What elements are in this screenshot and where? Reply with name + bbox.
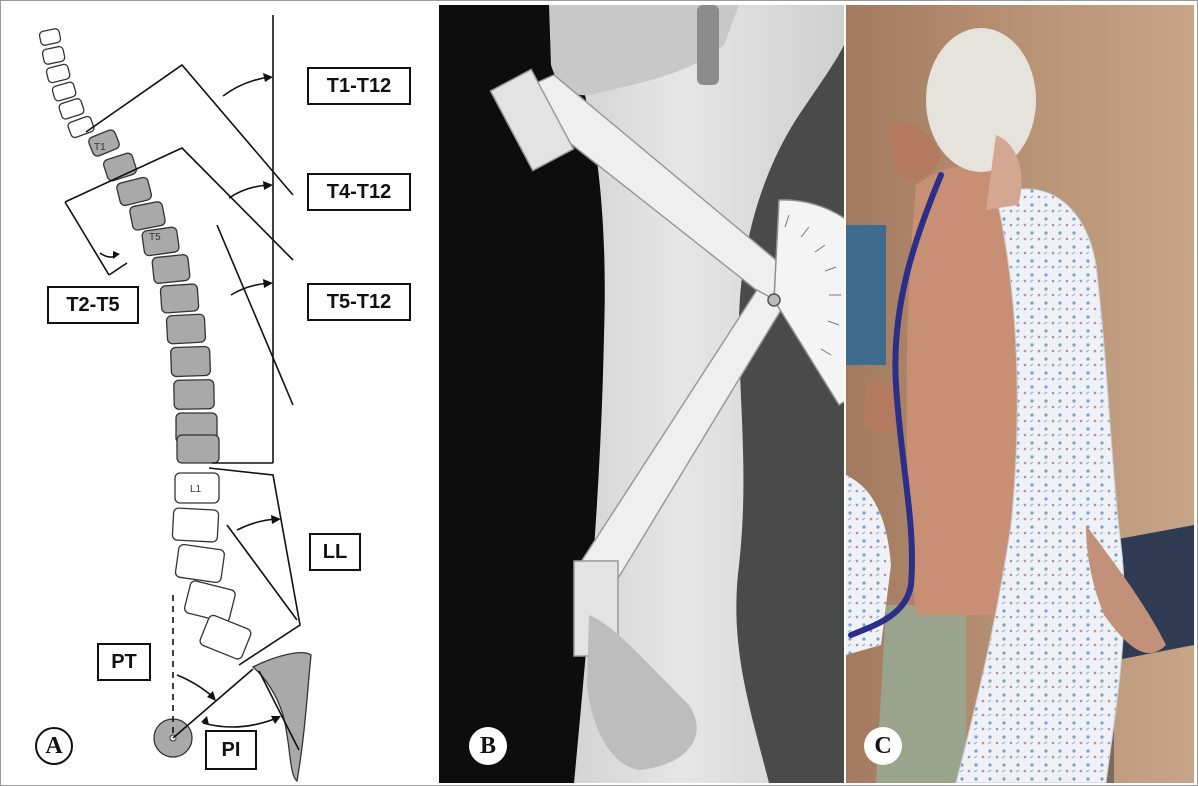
vertebra-label-t5: T5 — [149, 232, 161, 243]
spine-diagram-svg: T1 T5 L1 — [7, 5, 435, 783]
label-pt: PT — [97, 643, 151, 681]
label-t5-t12: T5-T12 — [307, 283, 411, 321]
panel-badge-b: B — [469, 727, 507, 765]
inclinometer-photo-svg — [439, 5, 844, 783]
panel-a-spine-diagram: T1 T5 L1 — [7, 5, 435, 783]
patient-head-hair — [926, 28, 1036, 172]
caliper-hinge — [768, 294, 780, 306]
wall-blue-panel — [846, 225, 886, 365]
wristwatch — [697, 5, 719, 85]
label-ll: LL — [309, 533, 361, 571]
panel-badge-c: C — [864, 727, 902, 765]
label-t1-t12: T1-T12 — [307, 67, 411, 105]
flexicurve-photo-svg — [846, 5, 1194, 783]
vertebra-label-l1: L1 — [190, 484, 202, 495]
cervical-vertebrae — [39, 28, 95, 139]
panel-badge-a: A — [35, 727, 73, 765]
panel-c-flexicurve-photo: C — [846, 5, 1194, 783]
label-t2-t5: T2-T5 — [47, 286, 139, 324]
label-t4-t12: T4-T12 — [307, 173, 411, 211]
lumbar-vertebrae — [172, 473, 252, 660]
panel-b-inclinometer-photo: B — [439, 5, 844, 783]
label-pi: PI — [205, 730, 257, 770]
vertebra-label-t1: T1 — [94, 142, 106, 153]
